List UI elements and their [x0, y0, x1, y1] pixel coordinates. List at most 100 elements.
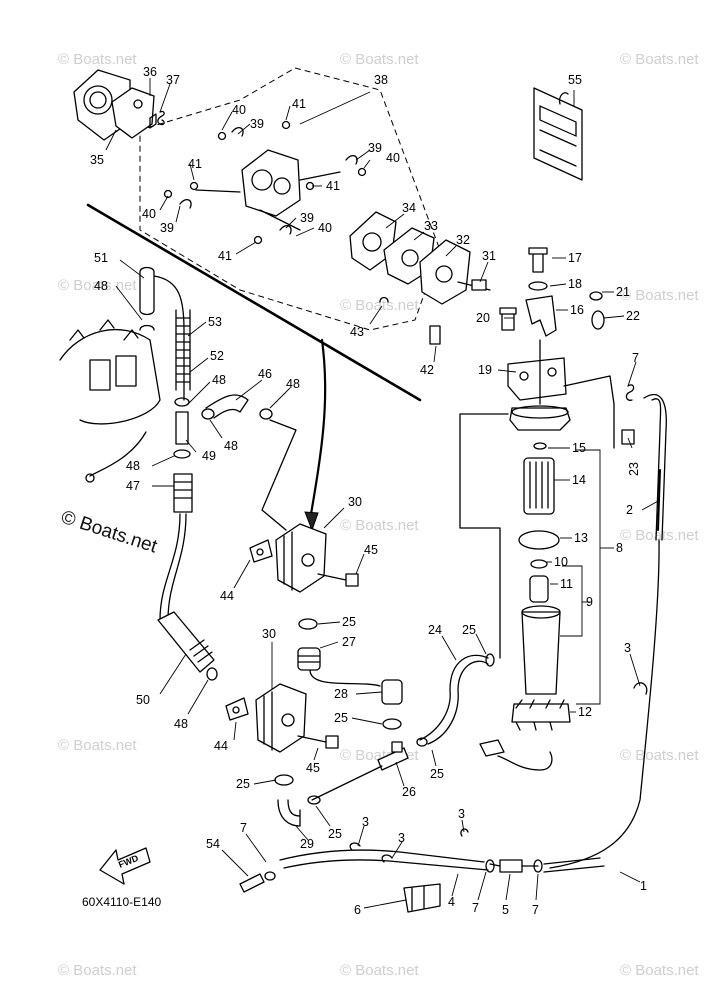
pump-cover-group	[73, 69, 165, 141]
callout-40: 40	[232, 103, 246, 117]
callout-45: 45	[306, 761, 320, 775]
callout-5: 5	[502, 903, 509, 917]
callout-38: 38	[374, 73, 388, 87]
watermark-main: © Boats.net	[58, 507, 160, 558]
watermark: © Boats.net	[620, 527, 699, 544]
callout-25: 25	[236, 777, 250, 791]
callout-50: 50	[136, 693, 150, 707]
watermark: © Boats.net	[620, 287, 699, 304]
fwd-arrow-icon: FWD	[99, 847, 151, 885]
callout-49: 49	[202, 449, 216, 463]
callout-33: 33	[424, 219, 438, 233]
callout-11: 11	[560, 577, 573, 591]
callout-19: 19	[478, 363, 492, 377]
callout-2: 2	[626, 503, 633, 517]
bottom-hoses	[239, 828, 605, 913]
diagram-code: 60X4110-E140	[82, 895, 162, 909]
callout-44: 44	[214, 739, 228, 753]
leader-lines	[105, 78, 661, 909]
callout-23: 23	[627, 462, 641, 476]
pump-kit-boundary	[139, 67, 441, 331]
callout-45: 45	[364, 543, 378, 557]
callout-7: 7	[532, 903, 539, 917]
callout-48: 48	[212, 373, 226, 387]
fuel-pump-upper	[249, 523, 403, 730]
callout-15: 15	[572, 441, 586, 455]
callout-3: 3	[624, 641, 631, 655]
callout-8: 8	[616, 541, 623, 555]
callout-37: 37	[166, 73, 180, 87]
callout-32: 32	[456, 233, 470, 247]
callout-25: 25	[462, 623, 476, 637]
callout-1: 1	[640, 879, 647, 893]
callout-41: 41	[326, 179, 340, 193]
callout-3: 3	[398, 831, 405, 845]
watermark: © Boats.net	[620, 962, 699, 979]
watermark: © Boats.net	[620, 51, 699, 68]
callout-28: 28	[334, 687, 348, 701]
callout-25: 25	[342, 615, 356, 629]
callout-42: 42	[420, 363, 434, 377]
callout-16: 16	[570, 303, 584, 317]
callout-48: 48	[94, 279, 108, 293]
left-engine-section	[59, 266, 297, 681]
callout-34: 34	[402, 201, 416, 215]
callout-40: 40	[318, 221, 332, 235]
callout-43: 43	[350, 325, 364, 339]
callout-39: 39	[300, 211, 314, 225]
callout-36: 36	[143, 65, 157, 79]
callout-41: 41	[188, 157, 202, 171]
callout-29: 29	[300, 837, 314, 851]
callout-labels: 55 38 36 37 35 40 41 39 39 40 41 41 40 3…	[90, 65, 647, 917]
callout-55: 55	[568, 73, 582, 87]
callout-25: 25	[328, 827, 342, 841]
callout-35: 35	[90, 153, 104, 167]
callout-3: 3	[362, 815, 369, 829]
callout-40: 40	[386, 151, 400, 165]
callout-18: 18	[568, 277, 582, 291]
callout-13: 13	[574, 531, 588, 545]
callout-51: 51	[94, 251, 108, 265]
fuel-pump-lower	[225, 683, 339, 827]
watermark-layer: © Boats.net © Boats.net © Boats.net © Bo…	[58, 51, 699, 979]
callout-25: 25	[430, 767, 444, 781]
callout-25: 25	[334, 711, 348, 725]
callout-4: 4	[448, 895, 455, 909]
callout-41: 41	[292, 97, 306, 111]
callout-30: 30	[348, 495, 362, 509]
callout-31: 31	[482, 249, 496, 263]
right-hose-group	[549, 384, 667, 869]
callout-21: 21	[616, 285, 630, 299]
callout-7: 7	[632, 351, 639, 365]
callout-48: 48	[174, 717, 188, 731]
callout-53: 53	[208, 315, 222, 329]
callout-39: 39	[250, 117, 264, 131]
label-decal	[533, 87, 583, 181]
callout-9: 9	[586, 595, 593, 609]
watermark: © Boats.net	[620, 747, 699, 764]
callout-7: 7	[240, 821, 247, 835]
callout-40: 40	[142, 207, 156, 221]
watermark: © Boats.net	[58, 51, 137, 68]
watermark: © Boats.net	[58, 277, 137, 294]
hose-24-group	[307, 653, 553, 805]
watermark: © Boats.net	[340, 297, 419, 314]
watermark: © Boats.net	[58, 737, 137, 754]
callout-54: 54	[206, 837, 220, 851]
watermark: © Boats.net	[340, 517, 419, 534]
callout-12: 12	[578, 705, 592, 719]
watermark: © Boats.net	[340, 51, 419, 68]
callout-14: 14	[572, 473, 586, 487]
callout-17: 17	[568, 251, 582, 265]
callout-6: 6	[354, 903, 361, 917]
watermark: © Boats.net	[58, 962, 137, 979]
callout-27: 27	[342, 635, 356, 649]
callout-41: 41	[218, 249, 232, 263]
callout-brackets	[560, 449, 614, 705]
watermark: © Boats.net	[340, 962, 419, 979]
callout-3: 3	[458, 807, 465, 821]
callout-39: 39	[368, 141, 382, 155]
callout-48: 48	[224, 439, 238, 453]
callout-52: 52	[210, 349, 224, 363]
